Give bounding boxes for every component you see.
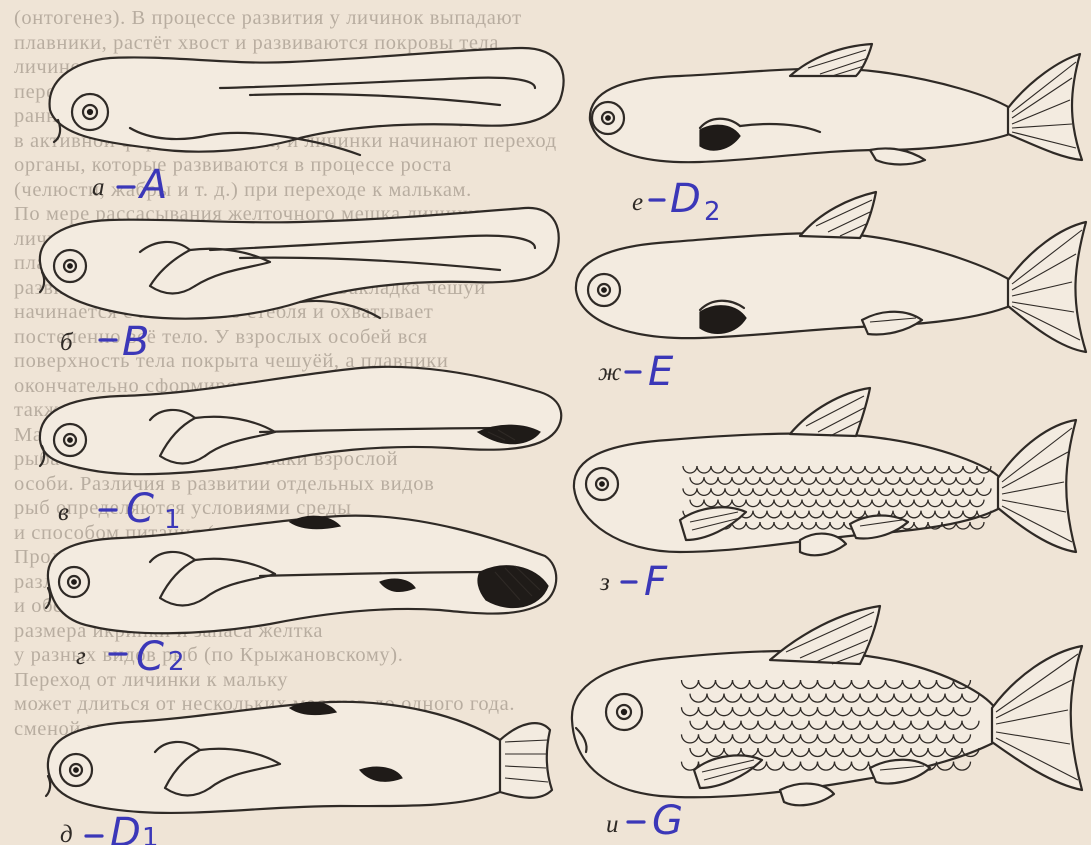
label-d2-print: е xyxy=(632,189,643,216)
label-b-print: б xyxy=(60,329,74,356)
figure-c1-larva xyxy=(40,367,561,474)
label-b-handwritten: B xyxy=(122,319,149,365)
figure-a-larva xyxy=(50,48,564,155)
label-f: з F xyxy=(599,559,668,605)
label-d1: д D 1 xyxy=(60,810,159,845)
label-d1-handwritten: D xyxy=(110,810,141,845)
label-f-handwritten: F xyxy=(644,559,668,605)
label-d2: е D 2 xyxy=(632,176,721,227)
label-c1-print: в xyxy=(58,499,69,526)
label-e-print: ж xyxy=(598,359,621,386)
figure-d2-fry xyxy=(590,44,1082,165)
figure-d1-juvenile xyxy=(46,702,552,813)
label-d2-handwritten: D xyxy=(670,176,701,222)
label-d2-sub: 2 xyxy=(704,197,721,227)
label-g: и G xyxy=(606,798,683,844)
figure-g-adult-fish xyxy=(572,606,1082,805)
label-d1-print: д xyxy=(60,821,73,845)
label-c1-sub: 1 xyxy=(164,505,181,535)
label-a: а A xyxy=(92,162,167,208)
label-c2-print: г xyxy=(76,643,86,670)
label-e: ж E xyxy=(598,349,674,395)
label-g-print: и xyxy=(606,811,619,838)
label-c1-handwritten: C xyxy=(126,486,154,532)
label-a-print: а xyxy=(92,174,105,201)
label-c2-sub: 2 xyxy=(168,647,185,677)
figure-f-juvenile xyxy=(574,388,1076,555)
label-c1: в C 1 xyxy=(58,486,181,535)
figure-e-fry xyxy=(576,192,1086,352)
label-f-print: з xyxy=(599,569,610,596)
label-c2: г C 2 xyxy=(76,634,185,680)
label-c2-handwritten: C xyxy=(136,634,164,680)
label-d1-sub: 1 xyxy=(142,823,159,845)
figure-c2-larva xyxy=(46,516,556,634)
label-a-handwritten: A xyxy=(137,162,167,208)
label-e-handwritten: E xyxy=(648,349,674,395)
label-b: б B xyxy=(60,319,149,365)
figure-b-larva xyxy=(40,208,559,319)
label-g-handwritten: G xyxy=(652,798,683,844)
